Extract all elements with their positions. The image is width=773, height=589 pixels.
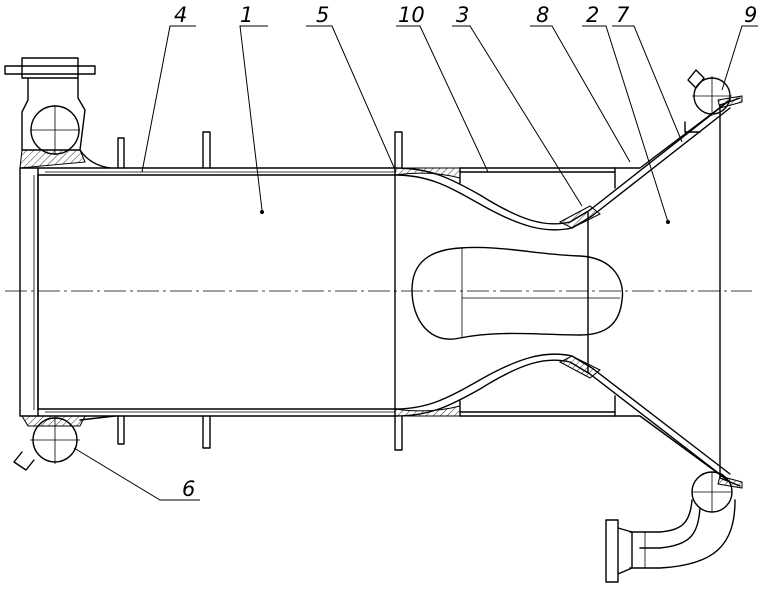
callout-10: 10 xyxy=(398,3,425,27)
callout-8: 8 xyxy=(536,3,549,27)
upper-nozzle-collector xyxy=(684,69,732,133)
callout-7: 7 xyxy=(616,3,630,27)
lower-nozzle-collector xyxy=(605,471,736,583)
callout-1: 1 xyxy=(240,3,253,27)
callout-3: 3 xyxy=(456,3,469,27)
leader-lines xyxy=(73,25,758,501)
callout-4: 4 xyxy=(174,3,187,27)
nozzle-contour-lower xyxy=(394,353,731,483)
callout-9: 9 xyxy=(744,3,757,27)
callout-5: 5 xyxy=(316,3,329,27)
combustion-chamber xyxy=(19,167,396,417)
lower-collector-manifold xyxy=(13,415,116,471)
callout-6: 6 xyxy=(182,477,195,501)
callout-2: 2 xyxy=(586,3,599,27)
nozzle-exit xyxy=(717,95,743,489)
chamber-ribs xyxy=(117,131,403,451)
callout-dots xyxy=(260,210,670,224)
nozzle-contour-upper xyxy=(394,99,731,231)
throat-cutaway-window xyxy=(411,246,624,340)
upper-inlet-manifold xyxy=(4,57,111,169)
